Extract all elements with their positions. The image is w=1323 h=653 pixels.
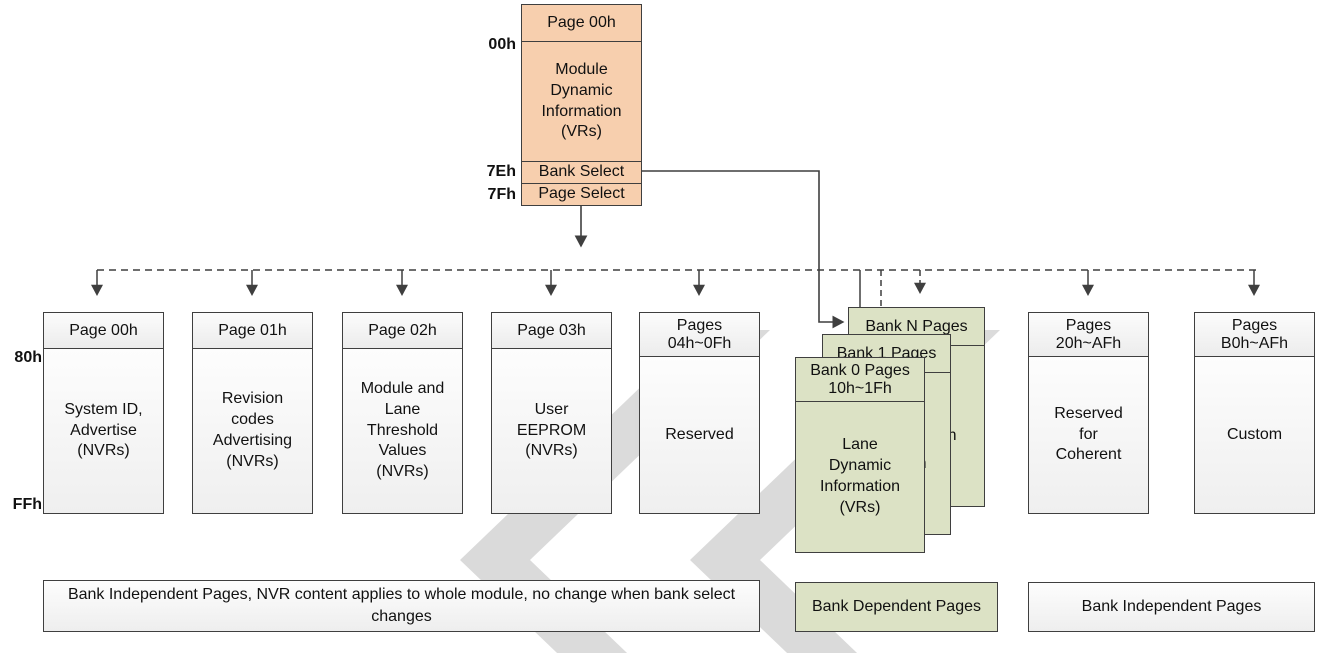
page-box-header: Pages 04h~0Fh [640,313,759,357]
page-box-header: Pages B0h~AFh [1195,313,1314,357]
page-box-B0h-AFh: Pages B0h~AFh Custom [1194,312,1315,514]
legend-bank-independent-right: Bank Independent Pages [1028,582,1315,632]
address-label-7Eh: 7Eh [486,163,516,180]
bank-box-body: Lane Dynamic Information (VRs) [796,402,924,552]
address-label-FFh: FFh [12,496,42,513]
module-body: Module Dynamic Information (VRs) [522,41,641,161]
legend-bank-dependent: Bank Dependent Pages [795,582,998,632]
page-box-04h-0Fh: Pages 04h~0Fh Reserved [639,312,760,514]
page-box-20h-AFh: Pages 20h~AFh Reserved for Coherent [1028,312,1149,514]
page-box-body: Reserved for Coherent [1029,357,1148,513]
page-box-header: Page 02h [343,313,462,349]
page-box-body: Revision codes Advertising (NVRs) [193,349,312,513]
page-box-body: Reserved [640,357,759,513]
page-box-02h: Page 02h Module and Lane Threshold Value… [342,312,463,514]
legend-text: Bank Independent Pages, NVR content appl… [67,586,736,625]
legend-text: Bank Dependent Pages [811,598,981,616]
legend-bank-independent-left: Bank Independent Pages, NVR content appl… [43,580,760,632]
bank-box-0: Bank 0 Pages 10h~1Fh Lane Dynamic Inform… [795,357,925,553]
page-box-header: Page 00h [44,313,163,349]
page-box-body: Custom [1195,357,1314,513]
page-box-body: User EEPROM (NVRs) [492,349,611,513]
module-header: Page 00h [522,5,641,41]
address-label-7Fh: 7Fh [487,186,516,203]
page-box-header: Page 03h [492,313,611,349]
address-label-80h: 80h [14,349,42,366]
page-box-header: Pages 20h~AFh [1029,313,1148,357]
page-box-body: Module and Lane Threshold Values (NVRs) [343,349,462,513]
page-select-register[interactable]: Page Select [522,183,641,205]
page-box-body: System ID, Advertise (NVRs) [44,349,163,513]
page-box-header: Page 01h [193,313,312,349]
page-box-01h: Page 01h Revision codes Advertising (NVR… [192,312,313,514]
legend-text: Bank Independent Pages [1081,598,1262,616]
bank-select-register[interactable]: Bank Select [522,161,641,183]
page-box-03h: Page 03h User EEPROM (NVRs) [491,312,612,514]
page-box-00h: Page 00h System ID, Advertise (NVRs) [43,312,164,514]
address-label-00h: 00h [488,36,516,53]
bank-box-header: Bank 0 Pages 10h~1Fh [796,358,924,402]
module-block: Page 00h Module Dynamic Information (VRs… [521,4,642,206]
